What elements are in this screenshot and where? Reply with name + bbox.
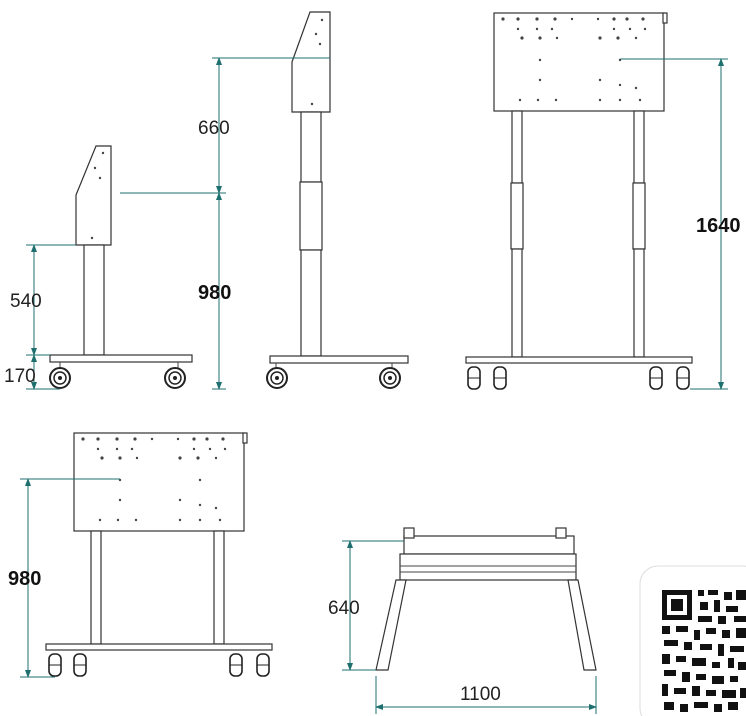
caster-wheel-icon — [676, 366, 690, 390]
caster-wheel-icon — [649, 366, 663, 390]
side-view-lowered — [49, 145, 193, 389]
dim-1100-label: 1100 — [460, 684, 501, 705]
front-view-lowered — [45, 432, 273, 677]
dim-540-label: 540 — [10, 291, 42, 312]
base-frame-view — [375, 527, 597, 671]
dim-980-raised-label: 980 — [198, 282, 231, 304]
dim-660-label: 660 — [198, 118, 230, 139]
caster-wheel-icon — [467, 366, 481, 390]
side-view-raised — [266, 11, 409, 389]
caster-wheel-icon — [493, 366, 507, 390]
dim-170-label: 170 — [4, 366, 36, 387]
front-view-raised — [465, 12, 693, 390]
caster-wheel-icon — [229, 653, 243, 677]
caster-wheel-icon — [379, 367, 401, 389]
dim-640-label: 640 — [328, 598, 360, 619]
caster-wheel-icon — [48, 653, 62, 677]
caster-wheel-icon — [164, 367, 186, 389]
caster-wheel-icon — [49, 367, 71, 389]
qr-code[interactable] — [639, 565, 746, 716]
caster-wheel-icon — [266, 367, 288, 389]
caster-wheel-icon — [73, 653, 87, 677]
dim-1640-label: 1640 — [696, 215, 741, 237]
caster-wheel-icon — [256, 653, 270, 677]
dim-980-lowered-label: 980 — [8, 568, 41, 590]
